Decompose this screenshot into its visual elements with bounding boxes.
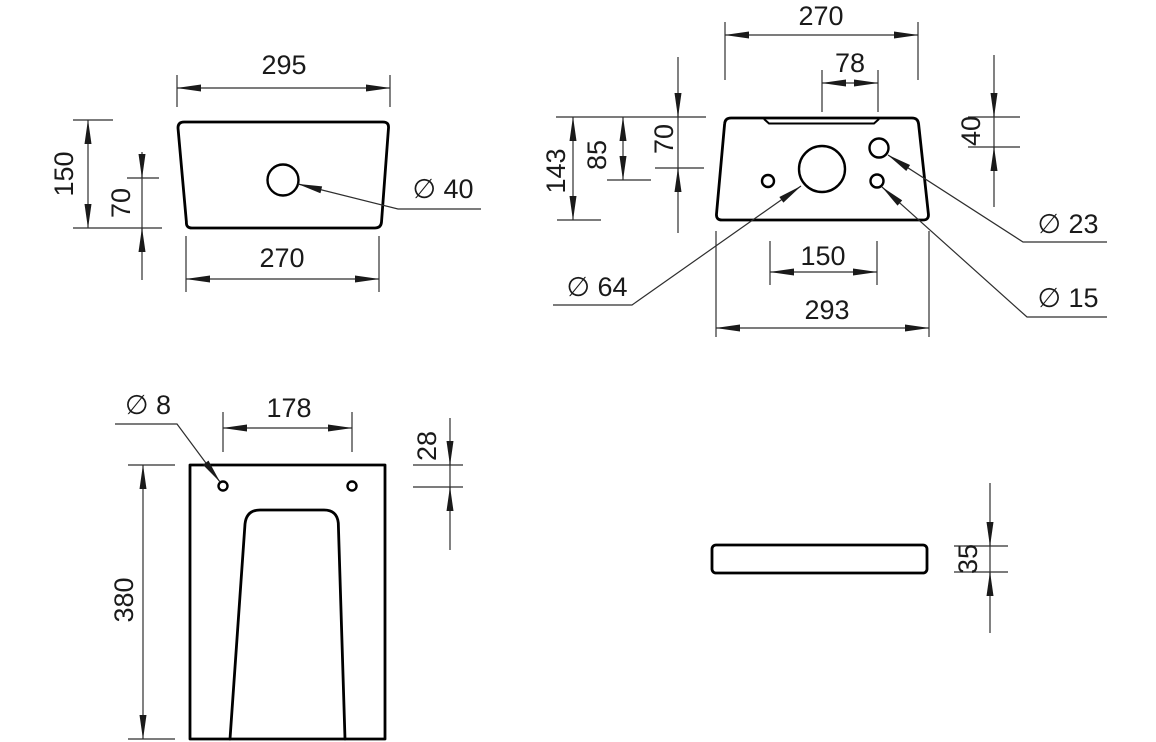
dim-width-bottom-270: 270 bbox=[185, 236, 380, 292]
label-flush-hole-dia-64: ∅ 64 bbox=[553, 185, 802, 306]
dim-value: 143 bbox=[541, 148, 571, 193]
dim-value: 270 bbox=[259, 243, 304, 273]
lid-side-outline bbox=[710, 543, 929, 575]
dim-width-top-270: 270 bbox=[724, 1, 919, 80]
leader-line bbox=[553, 185, 802, 306]
label-hole-dia-40: ∅ 40 bbox=[297, 174, 481, 210]
label-inlet-hole-dia-23: ∅ 23 bbox=[887, 154, 1107, 243]
cistern-top-outline bbox=[176, 120, 390, 230]
dim-height-143: 143 bbox=[541, 116, 601, 221]
left-small-hole bbox=[760, 173, 776, 189]
push-button-hole bbox=[266, 163, 300, 197]
dia-value: ∅ 40 bbox=[412, 174, 473, 204]
dia-value: ∅ 15 bbox=[1037, 283, 1098, 313]
dim-value: 293 bbox=[804, 295, 849, 325]
dim-height-380: 380 bbox=[109, 464, 175, 740]
inlet-hole bbox=[868, 137, 890, 159]
dia-value: ∅ 23 bbox=[1037, 209, 1098, 239]
dim-height-150: 150 bbox=[49, 119, 162, 229]
dia-value: ∅ 8 bbox=[125, 390, 171, 420]
dim-value: 70 bbox=[649, 124, 679, 154]
dim-hole-offset-70: 70 bbox=[106, 152, 159, 280]
leader-line bbox=[881, 186, 1107, 318]
dim-width-bottom-293: 293 bbox=[715, 231, 930, 337]
view-lid-side: 35 bbox=[710, 483, 1008, 633]
dim-fixing-hole-top-offset-28: 28 bbox=[412, 418, 463, 550]
pedestal-inner-profile bbox=[228, 508, 347, 741]
dim-value: 28 bbox=[412, 431, 442, 461]
dim-value: 78 bbox=[835, 48, 865, 78]
right-small-hole bbox=[869, 173, 885, 189]
dim-value: 150 bbox=[49, 151, 79, 196]
dia-value: ∅ 64 bbox=[566, 272, 627, 302]
view-cistern-top: 295 270 150 70 ∅ 40 bbox=[49, 50, 481, 292]
view-cistern-underside: 270 78 143 85 70 bbox=[541, 1, 1107, 337]
dim-value: 295 bbox=[261, 50, 306, 80]
dim-value: 178 bbox=[266, 393, 311, 423]
dim-value: 40 bbox=[956, 116, 986, 146]
lid-recess-slot bbox=[763, 118, 880, 125]
label-fixing-hole-dia-8: ∅ 8 bbox=[115, 390, 221, 483]
cistern-underside-outline bbox=[715, 116, 930, 222]
dim-value: 380 bbox=[109, 577, 139, 622]
leader-line bbox=[297, 183, 481, 210]
flush-valve-hole bbox=[797, 144, 847, 194]
dim-value: 270 bbox=[798, 1, 843, 31]
dim-value: 150 bbox=[800, 241, 845, 271]
dim-small-holes-offset-85: 85 bbox=[582, 116, 651, 181]
label-outlet-hole-dia-15: ∅ 15 bbox=[881, 186, 1107, 318]
leader-line bbox=[887, 154, 1107, 243]
dim-fixing-hole-spacing-178: 178 bbox=[222, 393, 353, 452]
dim-width-top-295: 295 bbox=[176, 50, 391, 107]
dim-flush-hole-offset-70: 70 bbox=[649, 57, 704, 233]
view-pan-front: ∅ 8 178 380 28 bbox=[109, 390, 463, 741]
leader-line bbox=[115, 423, 221, 483]
left-fixing-hole bbox=[217, 480, 229, 492]
right-fixing-hole bbox=[346, 480, 358, 492]
dim-lid-thickness-35: 35 bbox=[953, 483, 1008, 633]
dim-holes-spacing-150: 150 bbox=[769, 241, 878, 285]
dim-hole-pair-spacing-78: 78 bbox=[821, 48, 879, 112]
dim-value: 35 bbox=[953, 544, 983, 574]
pan-front-outline bbox=[188, 463, 387, 741]
dim-value: 85 bbox=[582, 140, 612, 170]
dim-value: 70 bbox=[106, 188, 136, 218]
dim-inlet-hole-offset-40: 40 bbox=[956, 55, 1020, 207]
